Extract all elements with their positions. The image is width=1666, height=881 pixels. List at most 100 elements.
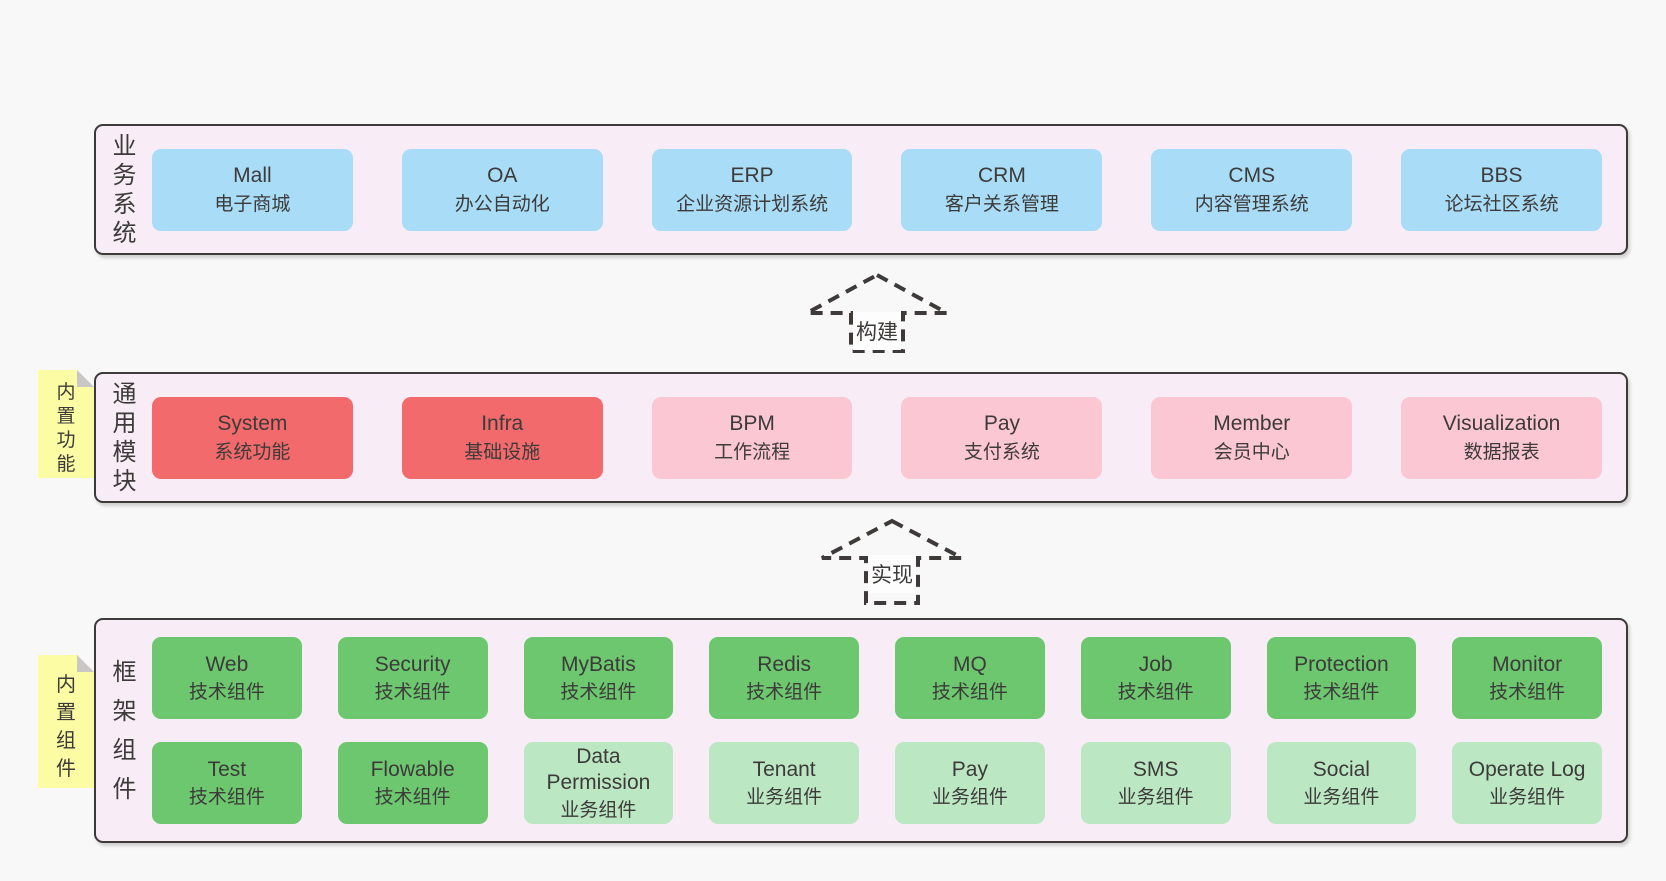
sticky-note-builtin-features: 内置功能 [38, 370, 94, 478]
box-name: Infra [481, 412, 524, 436]
box-name: MQ [952, 652, 987, 676]
box-subtitle: 业务组件 [931, 787, 1008, 809]
box-name: Member [1213, 412, 1291, 436]
box-subtitle: 业务组件 [746, 787, 823, 809]
framework-components-grid: Web 技术组件 Security 技术组件 MyBatis 技术组件 Redi… [152, 620, 1602, 841]
box-subtitle: 技术组件 [1489, 682, 1566, 704]
box-name: Data Permission [546, 744, 651, 794]
box-bpm: BPM 工作流程 [651, 396, 853, 479]
box-name: Social [1312, 757, 1370, 781]
box-subtitle: 电子商城 [214, 193, 291, 215]
box-subtitle: 内容管理系统 [1194, 193, 1309, 215]
box-subtitle: 技术组件 [931, 682, 1008, 704]
box-subtitle: 基础设施 [464, 441, 541, 463]
box-name: Job [1138, 652, 1173, 676]
box-name: Web [205, 652, 249, 676]
layer-label: 框架组件 [112, 658, 137, 803]
box-social: Social 业务组件 [1266, 742, 1417, 824]
box-subtitle: 论坛社区系统 [1444, 193, 1559, 215]
box-subtitle: 技术组件 [560, 682, 637, 704]
box-subtitle: 技术组件 [746, 682, 823, 704]
box-name: SMS [1132, 757, 1179, 781]
box-name: System [217, 412, 288, 436]
box-oa: OA 办公自动化 [401, 148, 603, 231]
box-cms: CMS 内容管理系统 [1151, 148, 1353, 231]
box-security: Security 技术组件 [337, 637, 488, 719]
box-name: BBS [1480, 164, 1523, 188]
box-infra: Infra 基础设施 [401, 396, 603, 479]
box-subtitle: 业务组件 [1117, 787, 1194, 809]
box-name: Mall [233, 164, 272, 188]
box-pay-business: Pay 业务组件 [895, 742, 1045, 824]
box-name: CRM [977, 164, 1026, 188]
arrow-label: 构建 [853, 312, 901, 350]
box-tenant: Tenant 业务组件 [709, 742, 859, 824]
arrow-label: 实现 [868, 555, 916, 593]
box-name: OA [487, 164, 518, 188]
box-subtitle: 支付系统 [963, 441, 1040, 463]
box-subtitle: 数据报表 [1463, 441, 1540, 463]
layer-label: 通用模块 [112, 380, 137, 495]
box-name: Protection [1294, 652, 1389, 676]
layer-business-systems: 业务系统 Mall 电子商城 OA 办公自动化 ERP 企业资源计划系统 CRM… [94, 124, 1628, 255]
box-bbs: BBS 论坛社区系统 [1401, 148, 1602, 231]
box-subtitle: 工作流程 [714, 441, 791, 463]
box-sms: SMS 业务组件 [1080, 742, 1231, 824]
box-name: Monitor [1492, 652, 1563, 676]
arrow-implement: 实现 [817, 518, 967, 606]
box-subtitle: 企业资源计划系统 [676, 193, 829, 215]
box-name: MyBatis [561, 652, 636, 676]
box-name: Test [207, 757, 247, 781]
up-arrow-icon [806, 272, 948, 353]
box-job: Job 技术组件 [1080, 637, 1231, 719]
business-systems-grid: Mall 电子商城 OA 办公自动化 ERP 企业资源计划系统 CRM 客户关系… [152, 126, 1602, 253]
box-crm: CRM 客户关系管理 [901, 148, 1103, 231]
box-visualization: Visualization 数据报表 [1401, 396, 1602, 479]
box-mybatis: MyBatis 技术组件 [523, 637, 674, 719]
folded-corner-icon [77, 655, 94, 672]
box-monitor: Monitor 技术组件 [1452, 637, 1602, 719]
layer-framework-components: 框架组件 Web 技术组件 Security 技术组件 MyBatis 技术组件… [94, 618, 1628, 843]
box-subtitle: 办公自动化 [454, 193, 550, 215]
layer-common-modules: 通用模块 System 系统功能 Infra 基础设施 BPM 工作流程 Pay… [94, 372, 1628, 503]
folded-corner-icon [77, 370, 94, 387]
up-arrow-outline [821, 518, 963, 605]
box-subtitle: 客户关系管理 [944, 193, 1059, 215]
box-subtitle: 技术组件 [188, 787, 265, 809]
layer-label: 业务系统 [112, 132, 137, 247]
box-subtitle: 业务组件 [1303, 787, 1380, 809]
box-subtitle: 业务组件 [560, 800, 637, 822]
box-name: Tenant [752, 757, 816, 781]
sticky-note-builtin-components: 内置组件 [38, 655, 94, 788]
box-data-permission: Data Permission 业务组件 [523, 742, 674, 824]
box-subtitle: 系统功能 [214, 441, 291, 463]
box-name: Operate Log [1468, 757, 1586, 781]
common-modules-grid: System 系统功能 Infra 基础设施 BPM 工作流程 Pay 支付系统… [152, 374, 1602, 501]
box-member: Member 会员中心 [1151, 396, 1353, 479]
box-subtitle: 会员中心 [1213, 441, 1290, 463]
box-name: Visualization [1442, 412, 1561, 436]
box-protection: Protection 技术组件 [1266, 637, 1417, 719]
arrow-build: 构建 [802, 272, 952, 354]
box-operate-log: Operate Log 业务组件 [1452, 742, 1602, 824]
box-system: System 系统功能 [152, 396, 353, 479]
box-redis: Redis 技术组件 [709, 637, 859, 719]
box-pay: Pay 支付系统 [901, 396, 1103, 479]
box-name: CMS [1228, 164, 1276, 188]
box-name: Pay [951, 757, 988, 781]
box-subtitle: 技术组件 [374, 682, 451, 704]
up-arrow-icon [821, 518, 963, 605]
box-name: ERP [730, 164, 774, 188]
up-arrow-outline [806, 272, 948, 353]
sticky-note-text: 内置功能 [56, 382, 76, 475]
box-subtitle: 技术组件 [188, 682, 265, 704]
box-test: Test 技术组件 [152, 742, 302, 824]
box-subtitle: 技术组件 [374, 787, 451, 809]
box-name: Pay [983, 412, 1020, 436]
box-flowable: Flowable 技术组件 [337, 742, 488, 824]
sticky-note-text: 内置组件 [56, 674, 76, 780]
box-subtitle: 技术组件 [1117, 682, 1194, 704]
box-subtitle: 技术组件 [1303, 682, 1380, 704]
box-name: Flowable [370, 757, 455, 781]
